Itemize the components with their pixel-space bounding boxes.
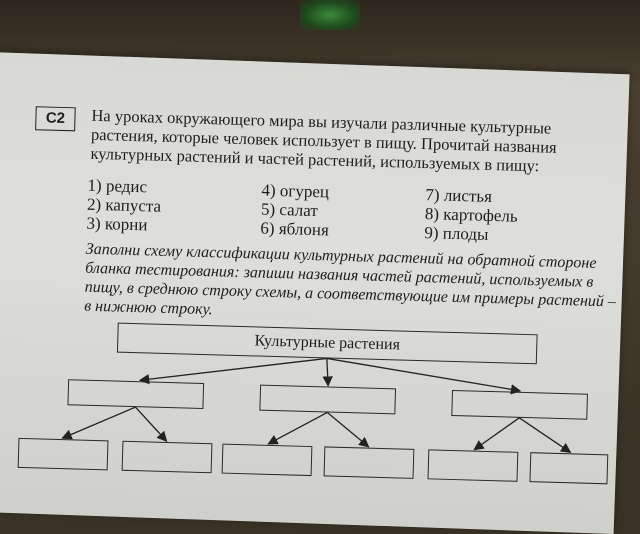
arrow-root-to-middle-1 [138,357,327,385]
arrow-middle3-to-bottom5 [473,417,520,451]
arrow-middle2-to-bottom4 [326,411,370,448]
arrow-middle1-to-bottom1 [61,406,136,440]
arrow-middle2-to-bottom3 [267,411,328,445]
worksheet: C2 На уроках окружающего мира вы изучали… [17,98,627,495]
arrow-middle3-to-bottom6 [518,417,572,454]
arrow-root-to-middle-3 [326,357,522,395]
arrow-middle1-to-bottom2 [134,406,168,442]
scheme-arrows [61,357,572,454]
background-object [300,0,360,30]
arrow-root-to-middle-2 [322,358,333,387]
